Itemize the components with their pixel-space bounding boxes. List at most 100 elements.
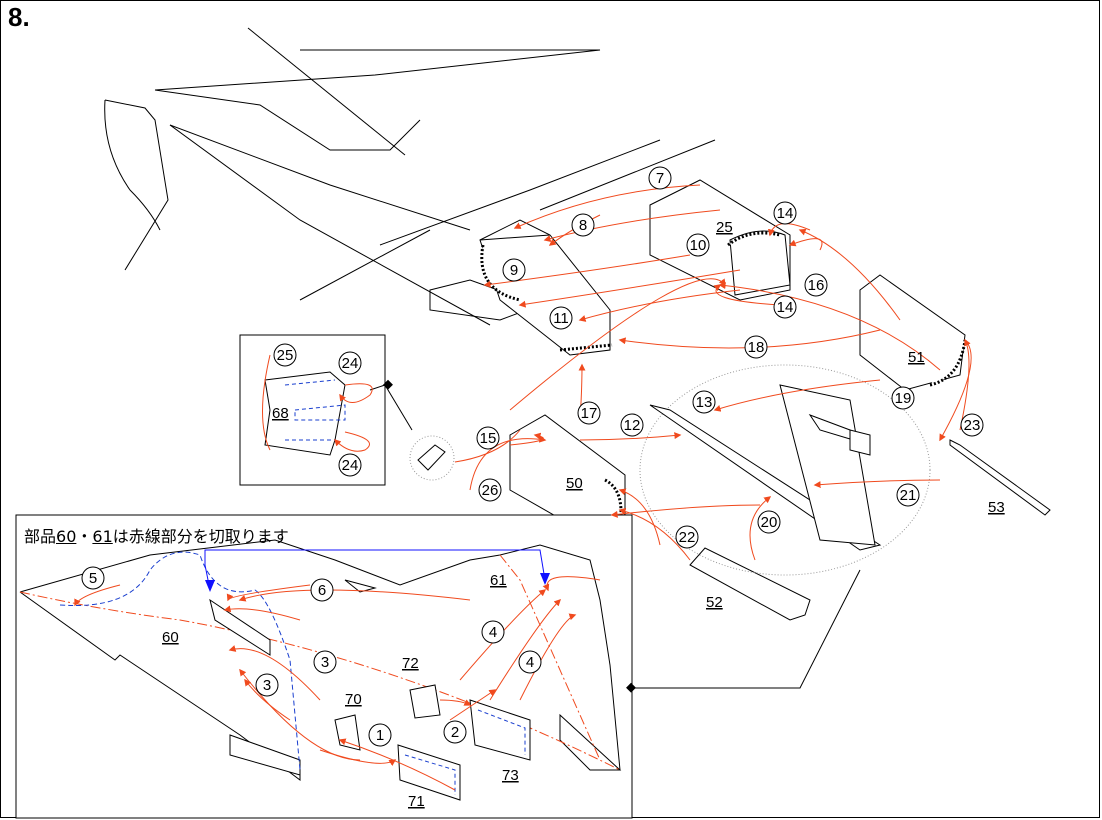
part-label-72: 72: [402, 655, 419, 672]
callout-20: 20: [757, 510, 781, 534]
callout-8: 8: [571, 213, 595, 237]
callout-number: 11: [553, 310, 569, 327]
callout-number: 5: [89, 570, 97, 587]
assembly-arrow: [618, 507, 691, 561]
callout-circle: [577, 401, 601, 425]
callout-number: 26: [482, 482, 499, 499]
assembly-arrows: [74, 184, 972, 791]
callout-12: 12: [620, 413, 644, 437]
callout-number: 17: [581, 405, 598, 422]
callout-circle: [443, 720, 467, 744]
assembly-arrow: [788, 238, 823, 251]
callout-circle: [368, 723, 392, 747]
callout-circle: [891, 386, 915, 410]
callout-7: 7: [648, 166, 672, 190]
callout-number: 16: [808, 277, 825, 294]
callout-14: 14: [773, 201, 797, 225]
callout-circle: [744, 335, 768, 359]
callout-number: 6: [318, 582, 326, 599]
callout-24: 24: [338, 351, 362, 375]
callout-circle: [273, 343, 297, 367]
callout-circle: [757, 510, 781, 534]
note-suffix: は赤線部分を切取ります: [112, 527, 289, 546]
callout-15: 15: [476, 426, 500, 450]
part-53-shape: [949, 439, 1051, 516]
callout-number: 3: [263, 677, 271, 694]
callout-14: 14: [773, 295, 797, 319]
callout-circle: [686, 233, 710, 257]
assembly-arrow: [449, 689, 497, 721]
assembly-arrow: [542, 576, 601, 592]
assembly-arrow: [579, 432, 682, 441]
callout-4: 4: [481, 620, 505, 644]
assembly-arrow: [518, 269, 741, 308]
callout-circle: [81, 566, 105, 590]
part-label-71: 71: [408, 793, 425, 810]
assembly-arrow: [813, 479, 941, 489]
note-separator: ・: [76, 527, 93, 546]
callout-circle: [960, 413, 984, 437]
callout-circle: [338, 453, 362, 477]
nacelle-part-25: [649, 179, 791, 301]
part-labels: 25 51 68 50 52 53 60 61 72 70 71 73: [162, 219, 1005, 810]
note-prefix: 部品: [24, 527, 57, 546]
callout-circle: [648, 166, 672, 190]
part-label-70: 70: [345, 691, 362, 708]
callout-number: 7: [656, 170, 664, 187]
assembly-arrow: [618, 488, 661, 546]
assembly-arrow: [578, 289, 741, 322]
callout-10: 10: [686, 233, 710, 257]
callout-number: 23: [964, 417, 981, 434]
lower-subassembly-box: [15, 514, 861, 819]
note-part-a: 60: [56, 527, 77, 546]
part-label-53: 53: [988, 499, 1005, 516]
callout-3: 3: [313, 650, 337, 674]
callout-circle: [310, 578, 334, 602]
assembly-arrow: [548, 214, 601, 246]
callout-26: 26: [478, 478, 502, 502]
assembly-arrow: [226, 584, 311, 602]
callout-number: 8: [579, 217, 587, 234]
assembly-arrow: [959, 338, 971, 431]
callout-number: 18: [748, 339, 765, 356]
assembly-arrow: [798, 228, 901, 321]
step-number: 8.: [8, 2, 30, 32]
callout-circle: [518, 650, 542, 674]
part-label-61: 61: [490, 572, 507, 589]
assembly-arrow: [439, 699, 472, 706]
callout-circle: [476, 426, 500, 450]
assembly-arrow: [543, 209, 721, 242]
callout-circle: [773, 295, 797, 319]
assembly-arrow: [244, 678, 291, 721]
callout-19: 19: [891, 386, 915, 410]
callout-number: 14: [777, 299, 794, 316]
part-label-68: 68: [272, 405, 289, 422]
callout-number: 9: [510, 262, 518, 279]
assembly-arrow: [459, 589, 547, 681]
part-label-60: 60: [162, 629, 179, 646]
callout-circle: [338, 351, 362, 375]
assembly-arrow: [338, 738, 456, 791]
wing-spar-detail: [639, 364, 931, 576]
callout-22: 22: [675, 525, 699, 549]
assembly-arrow: [749, 496, 772, 561]
callout-18: 18: [744, 335, 768, 359]
part-label-50: 50: [566, 475, 583, 492]
callout-number: 21: [900, 487, 917, 504]
callout-3: 3: [255, 673, 279, 697]
callout-circle: [692, 390, 716, 414]
callout-24: 24: [338, 453, 362, 477]
assembly-arrow: [519, 613, 577, 701]
callout-number: 24: [342, 457, 359, 474]
callout-circle: [675, 525, 699, 549]
callout-13: 13: [692, 390, 716, 414]
callout-number: 13: [696, 394, 713, 411]
part-label-51: 51: [908, 349, 925, 366]
callout-circle: [896, 483, 920, 507]
callout-number: 3: [321, 654, 329, 671]
callout-2: 2: [443, 720, 467, 744]
callout-circle: [255, 673, 279, 697]
assembly-arrow: [223, 605, 301, 621]
callout-number: 12: [624, 417, 641, 434]
